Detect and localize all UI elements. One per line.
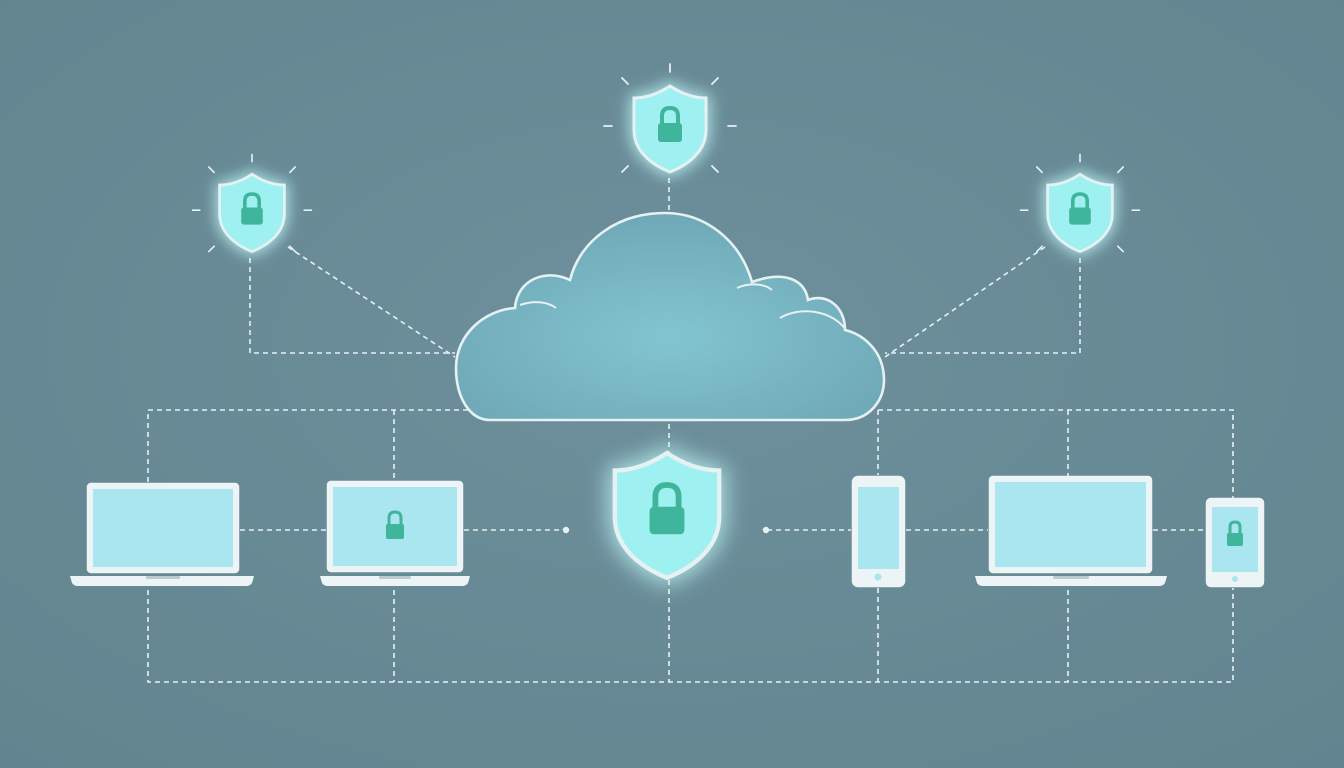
connector-right-bus-top	[877, 409, 1234, 498]
glow-ray	[1035, 166, 1044, 174]
glow-ray	[711, 165, 719, 173]
tablet-lock-icon	[1205, 497, 1265, 588]
shield-center-icon	[608, 445, 726, 586]
connector-bottom-bus	[147, 580, 1234, 683]
shield-top-icon	[603, 63, 737, 178]
connection-dot-right	[762, 526, 770, 534]
device-group	[70, 475, 1265, 588]
shield-group	[191, 63, 1141, 586]
connector-left-bus-top	[147, 409, 470, 482]
laptop-icon	[975, 475, 1167, 586]
glow-ray	[288, 245, 297, 253]
padlock-icon	[649, 482, 685, 535]
glow-ray	[1116, 245, 1125, 253]
glow-ray	[711, 77, 719, 85]
cloud-icon	[454, 211, 886, 422]
glow-ray	[621, 77, 629, 85]
glow-ray	[621, 165, 629, 173]
laptop-lock-icon	[320, 480, 470, 586]
connection-dot-left	[562, 526, 570, 534]
padlock-icon	[1069, 192, 1091, 225]
shield-upper-right-icon	[1019, 153, 1141, 257]
connector-shield-left-cloud	[287, 246, 456, 358]
glow-ray	[207, 245, 216, 253]
glow-ray	[288, 166, 297, 174]
glow-ray	[207, 166, 216, 174]
connector-lines	[147, 178, 1234, 683]
laptop-icon	[70, 482, 254, 586]
glow-ray	[1116, 166, 1125, 174]
padlock-icon	[1227, 520, 1243, 546]
padlock-icon	[658, 105, 682, 142]
shield-upper-left-icon	[191, 153, 313, 257]
smartphone-icon	[851, 475, 906, 588]
connector-shield-right-down	[885, 258, 1081, 354]
glow-ray	[1035, 245, 1044, 253]
padlock-icon	[241, 192, 263, 225]
padlock-icon	[386, 510, 404, 539]
connector-shield-left-down	[249, 258, 455, 354]
